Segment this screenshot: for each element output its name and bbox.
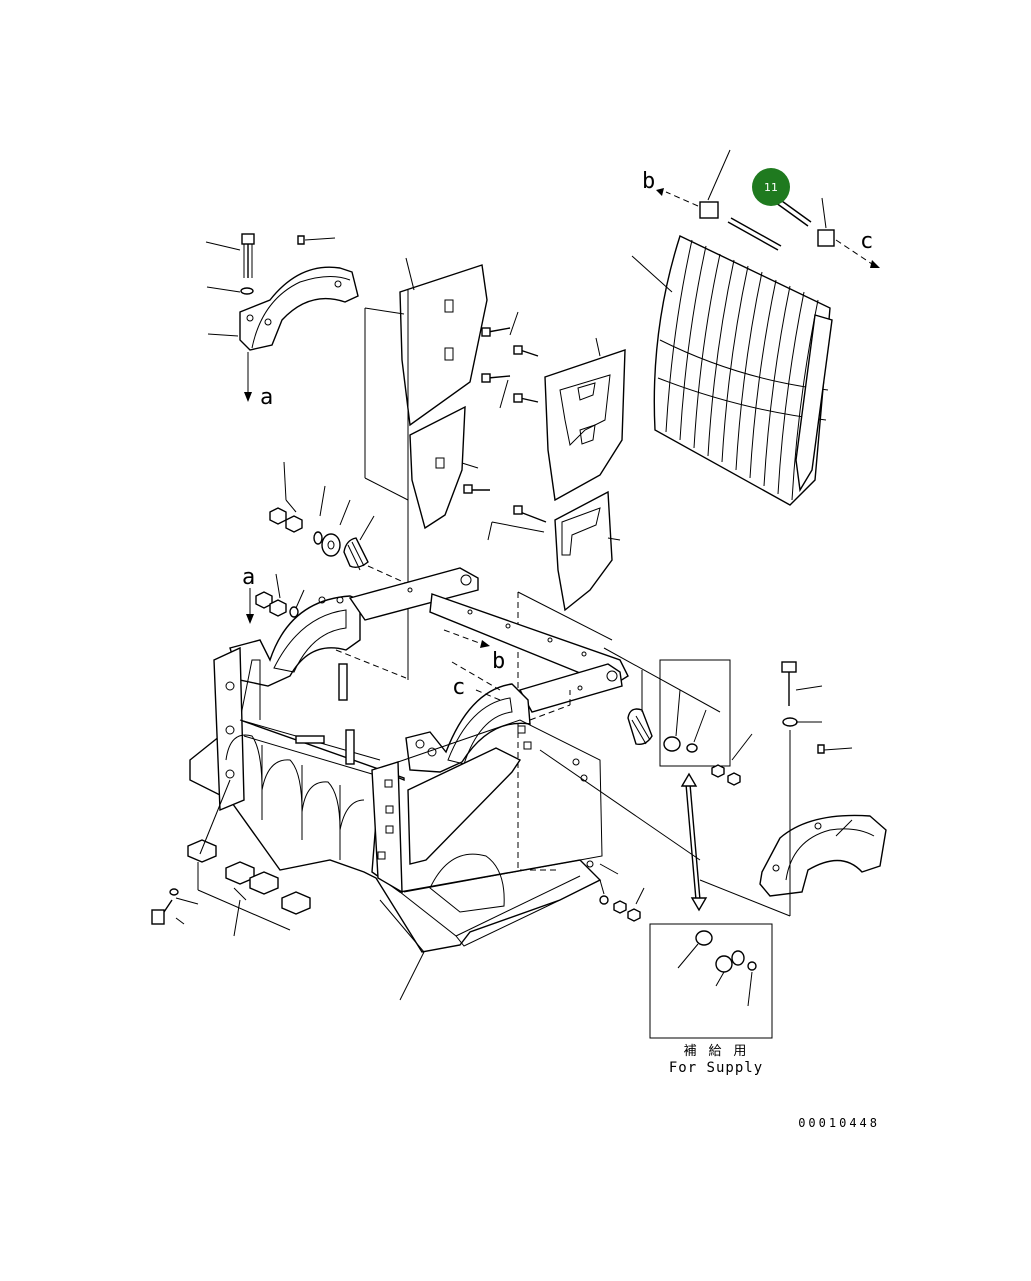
bolts-upper [461, 311, 547, 541]
cover-plates-center [364, 257, 626, 870]
brackets-bottom-left [151, 779, 311, 937]
drawing-number: 00010448 [798, 1116, 880, 1130]
radiator-grille [631, 149, 880, 506]
supply-label-en: For Supply [669, 1060, 763, 1076]
view-label-c-top: c [860, 229, 873, 254]
supply-label-jp: 補 給 用 [684, 1044, 749, 1059]
view-arrows-center [443, 629, 501, 701]
mount-hardware-right [539, 647, 887, 1039]
view-label-a-mid: a [242, 565, 255, 590]
bearing-cap-top-left [205, 233, 359, 402]
view-label-b-top: b [642, 169, 655, 194]
main-frame [189, 567, 629, 1001]
mount-hardware-left [246, 461, 411, 624]
view-label-c-mid: c [452, 675, 465, 700]
callout-number[interactable]: 11 [764, 181, 778, 194]
callout-marker[interactable] [752, 168, 790, 206]
view-label-b-mid: b [492, 649, 505, 674]
view-label-a-top: a [260, 385, 273, 410]
callout-11[interactable]: 11 [752, 168, 790, 206]
view-labels: a a b c b c [242, 169, 873, 700]
